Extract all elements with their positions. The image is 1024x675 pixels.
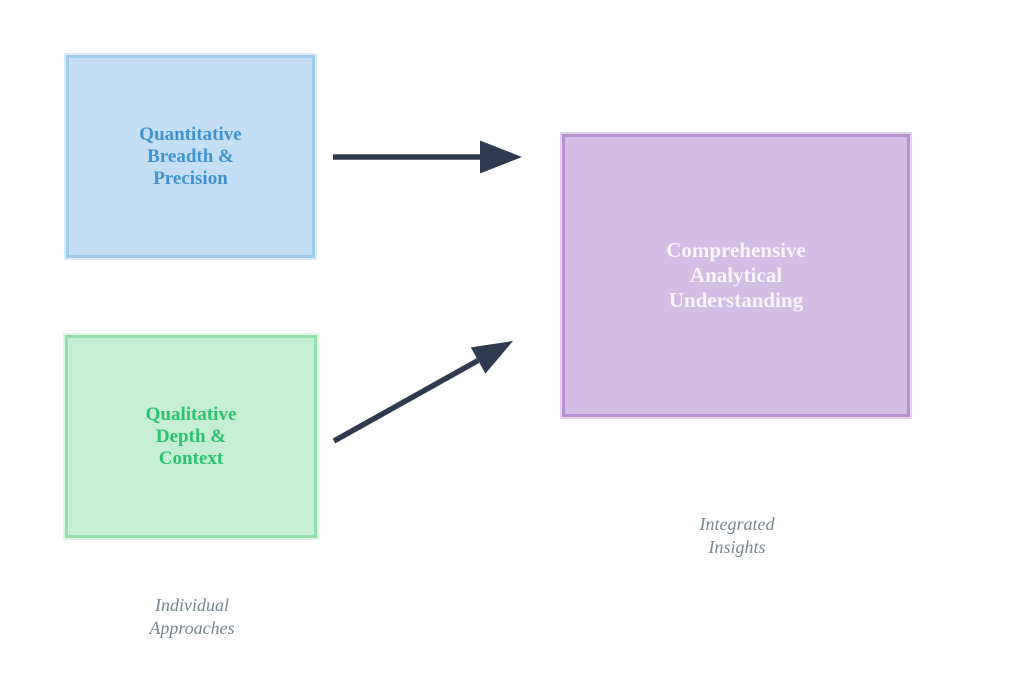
arrowhead-icon [470,341,513,374]
arrowhead-icon [480,140,522,174]
arrow-quantitative-to-integration [333,140,522,174]
caption-individual-approaches: Individual Approaches [149,595,235,638]
arrow-qualitative-to-integration [332,341,513,444]
caption-integrated-insights: Integrated Insights [699,514,775,557]
node-comprehensive-understanding: Comprehensive Analytical Understanding [562,134,910,417]
arrow-shaft [332,358,480,444]
node-quantitative-breadth: Quantitative Breadth & Precision [66,55,315,258]
node-quantitative-label: Quantitative Breadth & Precision [139,123,242,189]
node-qualitative-label: Qualitative Depth & Context [145,403,237,469]
node-qualitative-depth: Qualitative Depth & Context [65,335,317,538]
node-integration-label: Comprehensive Analytical Understanding [666,238,806,312]
